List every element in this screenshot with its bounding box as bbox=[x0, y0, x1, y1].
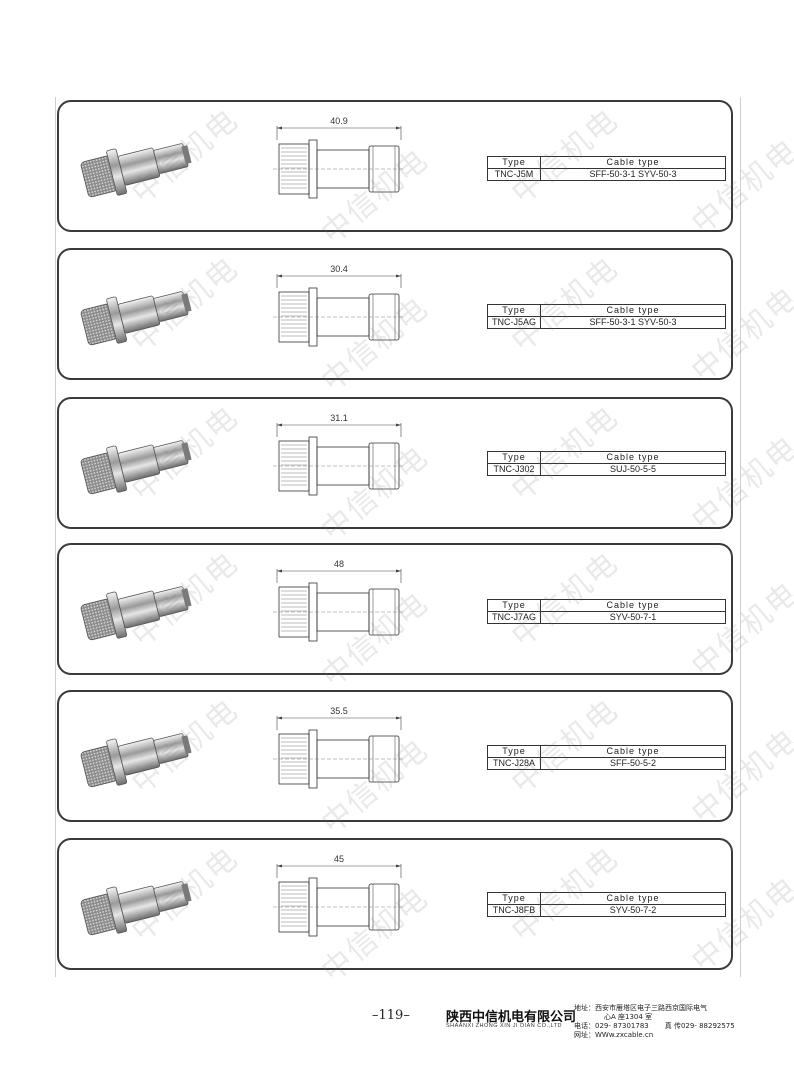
phone: 电话：029- 87301783 bbox=[574, 1022, 649, 1030]
product-drawing: 40.9 bbox=[269, 116, 409, 216]
type-header: Type bbox=[487, 745, 541, 758]
watermark: 中信机电 bbox=[504, 102, 626, 212]
dimension-label: 31.1 bbox=[330, 413, 348, 423]
company-name-en: SHAANXI ZHONG XIN JI DIAN CO.,LTD bbox=[446, 1023, 563, 1029]
watermark: 中信机电 bbox=[504, 545, 626, 655]
spec-value-row: TNC-J5M SFF-50-3-1 SYV-50-3 bbox=[487, 168, 726, 181]
connector-photo-icon bbox=[80, 586, 192, 641]
connector-photo-icon bbox=[80, 291, 192, 346]
connector-photo-icon bbox=[80, 881, 192, 936]
cable-type-header: Cable type bbox=[540, 892, 726, 905]
dimension-label: 45 bbox=[333, 854, 344, 864]
product-card: 31.1 Type Cable type TNC-J302 SUJ-50-5-5… bbox=[57, 397, 794, 548]
type-header: Type bbox=[487, 892, 541, 905]
spec-table: Type Cable type TNC-J7AG SYV-50-7-1 bbox=[486, 599, 727, 624]
cable-type-value: SYV-50-7-1 bbox=[540, 611, 727, 624]
type-header: Type bbox=[487, 451, 541, 464]
product-card: 45 Type Cable type TNC-J8FB SYV-50-7-2 中… bbox=[57, 838, 794, 989]
cable-type-header: Cable type bbox=[540, 599, 727, 612]
dimension-label: 48 bbox=[333, 559, 344, 569]
product-drawing: 35.5 bbox=[269, 706, 409, 806]
spec-table: Type Cable type TNC-J28A SFF-50-5-2 bbox=[487, 745, 726, 770]
connector-drawing-icon bbox=[273, 569, 405, 642]
spec-table: Type Cable type TNC-J5AG SFF-50-3-1 SYV-… bbox=[486, 304, 727, 329]
connector-drawing-icon bbox=[273, 423, 405, 496]
connector-drawing-icon bbox=[273, 864, 405, 937]
cable-type-header: Cable type bbox=[540, 156, 726, 169]
type-value: TNC-J28A bbox=[487, 757, 541, 770]
cable-type-value: SFF-50-3-1 SYV-50-3 bbox=[540, 168, 726, 181]
contact-info: 地址：西安市雁塔区电子三路西京国际电气 心A 座1304 室 电话：029- 8… bbox=[574, 1004, 735, 1040]
spec-header-row: Type Cable type bbox=[487, 745, 726, 758]
dimension-label: 35.5 bbox=[330, 706, 348, 716]
product-card: 30.4 Type Cable type TNC-J5AG SFF-50-3-1… bbox=[57, 248, 794, 399]
product-photo bbox=[77, 712, 197, 802]
spec-value-row: TNC-J8FB SYV-50-7-2 bbox=[487, 904, 726, 917]
page-number: –119– bbox=[372, 1008, 410, 1023]
spec-table: Type Cable type TNC-J8FB SYV-50-7-2 bbox=[487, 892, 726, 917]
connector-drawing-icon bbox=[273, 716, 405, 789]
connector-drawing-icon bbox=[273, 126, 405, 199]
cable-type-header: Cable type bbox=[540, 304, 727, 317]
spec-value-row: TNC-J5AG SFF-50-3-1 SYV-50-3 bbox=[486, 316, 727, 329]
spec-header-row: Type Cable type bbox=[486, 599, 727, 612]
type-header: Type bbox=[487, 156, 541, 169]
product-card: 35.5 Type Cable type TNC-J28A SFF-50-5-2… bbox=[57, 690, 794, 841]
spec-table: Type Cable type TNC-J5M SFF-50-3-1 SYV-5… bbox=[487, 156, 726, 181]
product-card: 48 Type Cable type TNC-J7AG SYV-50-7-1 中… bbox=[57, 543, 794, 694]
cable-type-value: SYV-50-7-2 bbox=[540, 904, 726, 917]
spec-value-row: TNC-J28A SFF-50-5-2 bbox=[487, 757, 726, 770]
cable-type-header: Cable type bbox=[540, 451, 726, 464]
cable-type-value: SFF-50-5-2 bbox=[540, 757, 726, 770]
address-line-1: 地址：西安市雁塔区电子三路西京国际电气 bbox=[574, 1004, 707, 1012]
connector-photo-icon bbox=[80, 440, 192, 495]
product-drawing: 45 bbox=[269, 854, 409, 954]
connector-drawing-icon bbox=[273, 274, 405, 347]
product-drawing: 30.4 bbox=[269, 264, 409, 364]
website: 网址：WWw.zxcable.cn bbox=[574, 1031, 654, 1039]
watermark: 中信机电 bbox=[504, 692, 626, 802]
product-photo bbox=[77, 860, 197, 950]
product-photo bbox=[77, 565, 197, 655]
type-header: Type bbox=[486, 304, 542, 317]
product-photo bbox=[77, 270, 197, 360]
type-value: TNC-J5M bbox=[487, 168, 541, 181]
connector-photo-icon bbox=[80, 143, 192, 198]
product-drawing: 48 bbox=[269, 559, 409, 659]
spec-header-row: Type Cable type bbox=[487, 156, 726, 169]
phone-fax: 电话：029- 87301783 真 传029- 88292575 bbox=[574, 1022, 735, 1031]
type-value: TNC-J5AG bbox=[486, 316, 542, 329]
cable-type-value: SFF-50-3-1 SYV-50-3 bbox=[540, 316, 727, 329]
address-line-2: 心A 座1304 室 bbox=[604, 1013, 653, 1021]
product-drawing: 31.1 bbox=[269, 413, 409, 513]
spec-value-row: TNC-J302 SUJ-50-5-5 bbox=[487, 463, 726, 476]
type-value: TNC-J8FB bbox=[487, 904, 541, 917]
product-photo bbox=[77, 419, 197, 509]
dimension-label: 30.4 bbox=[330, 264, 348, 274]
company-name-cn: 陕西中信机电有限公司 bbox=[446, 1010, 577, 1025]
spec-value-row: TNC-J7AG SYV-50-7-1 bbox=[486, 611, 727, 624]
product-card: 40.9 Type Cable type TNC-J5M SFF-50-3-1 … bbox=[57, 100, 794, 251]
spec-header-row: Type Cable type bbox=[487, 451, 726, 464]
cable-type-value: SUJ-50-5-5 bbox=[540, 463, 726, 476]
spec-header-row: Type Cable type bbox=[486, 304, 727, 317]
watermark: 中信机电 bbox=[504, 250, 626, 360]
cable-type-header: Cable type bbox=[540, 745, 726, 758]
type-value: TNC-J302 bbox=[487, 463, 541, 476]
footer: –119– 陕西中信机电有限公司 SHAANXI ZHONG XIN JI DI… bbox=[0, 1004, 794, 1054]
spec-header-row: Type Cable type bbox=[487, 892, 726, 905]
connector-photo-icon bbox=[80, 733, 192, 788]
spec-table: Type Cable type TNC-J302 SUJ-50-5-5 bbox=[487, 451, 726, 476]
type-header: Type bbox=[486, 599, 542, 612]
page-frame bbox=[55, 97, 741, 977]
fax: 真 传029- 88292575 bbox=[664, 1022, 735, 1030]
type-value: TNC-J7AG bbox=[486, 611, 542, 624]
product-photo bbox=[77, 122, 197, 212]
dimension-label: 40.9 bbox=[330, 116, 348, 126]
